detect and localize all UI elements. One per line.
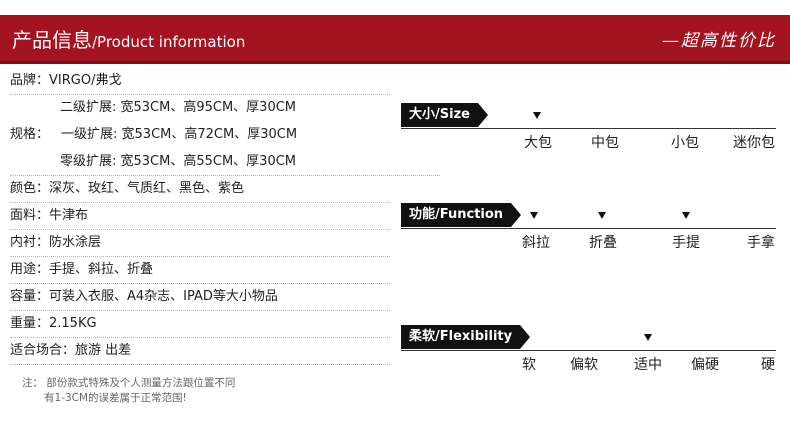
scale-size: 大小/Size 大包 中包 小包 迷你包 (401, 103, 776, 163)
scale-flexibility: 柔软/Flexibility 软 偏软 适中 偏硬 硬 (401, 325, 776, 385)
scale-flexibility-label: 柔软/Flexibility (401, 325, 531, 349)
spec-occasion: 适合场合：旅游 出差 (10, 338, 390, 365)
scale-size-option: 中包 (591, 135, 619, 151)
slogan: —超高性价比 (662, 31, 776, 51)
scale-function: 功能/Function 斜拉 折叠 手提 手拿 (401, 203, 776, 263)
scale-function-marker (598, 212, 606, 219)
spec-material: 面料：牛津布 (10, 203, 390, 230)
scale-size-option: 小包 (671, 135, 699, 151)
spec-usage: 用途：手提、斜拉、折叠 (10, 257, 390, 284)
spec-size-label: 规格： (10, 127, 50, 142)
scale-flexibility-line (401, 350, 776, 351)
scale-function-option: 折叠 (589, 235, 617, 251)
scale-size-option: 迷你包 (733, 135, 775, 151)
scale-flexibility-option: 硬 (761, 357, 775, 373)
scale-function-option: 手拿 (747, 235, 775, 251)
spec-size-row: 规格： 一级扩展: 宽53CM、高72CM、厚30CM (10, 122, 390, 148)
note-line-2: 有1-3CM的误差属于正常范围! (44, 392, 187, 404)
title-cn: 产品信息 (12, 28, 92, 52)
scale-function-line (401, 228, 776, 229)
scale-function-label: 功能/Function (401, 203, 522, 227)
scale-flexibility-option: 偏硬 (691, 357, 719, 373)
scale-function-option: 斜拉 (522, 235, 550, 251)
scale-function-option: 手提 (672, 235, 700, 251)
section-title: 产品信息/Product information (12, 24, 245, 53)
header-banner: 产品信息/Product information —超高性价比 (0, 15, 790, 64)
scale-size-label: 大小/Size (401, 103, 488, 127)
scale-size-option: 大包 (524, 135, 552, 151)
scale-flexibility-option: 偏软 (570, 357, 598, 373)
spec-color: 颜色：深灰、玫红、气质红、黑色、紫色 (10, 176, 390, 203)
measurement-note: 注： 部份款式特殊及个人测量方法跟位置不同 有1-3CM的误差属于正常范围! (22, 376, 235, 406)
scale-function-marker (530, 212, 538, 219)
spec-brand: 品牌：VIRGO/弗戈 (10, 68, 390, 95)
spec-lining: 内衬：防水涂层 (10, 230, 390, 257)
scale-function-marker (682, 212, 690, 219)
scale-size-line (401, 128, 776, 129)
title-en: /Product information (92, 33, 246, 51)
note-line-1: 注： 部份款式特殊及个人测量方法跟位置不同 (22, 377, 236, 389)
scale-flexibility-option: 适中 (634, 357, 662, 373)
spec-capacity: 容量：可装入衣服、A4杂志、IPAD等大小物品 (10, 284, 390, 311)
spec-weight: 重量：2.15KG (10, 311, 390, 338)
spec-size-line-3: 零级扩展: 宽53CM、高55CM、厚30CM (10, 149, 440, 176)
scale-size-marker (533, 112, 541, 119)
scale-flexibility-marker (644, 334, 652, 341)
spec-size-line-2: 一级扩展: 宽53CM、高72CM、厚30CM (61, 127, 298, 142)
spec-size-line-1: 二级扩展: 宽53CM、高95CM、厚30CM (60, 100, 297, 115)
scale-flexibility-option: 软 (522, 357, 536, 373)
